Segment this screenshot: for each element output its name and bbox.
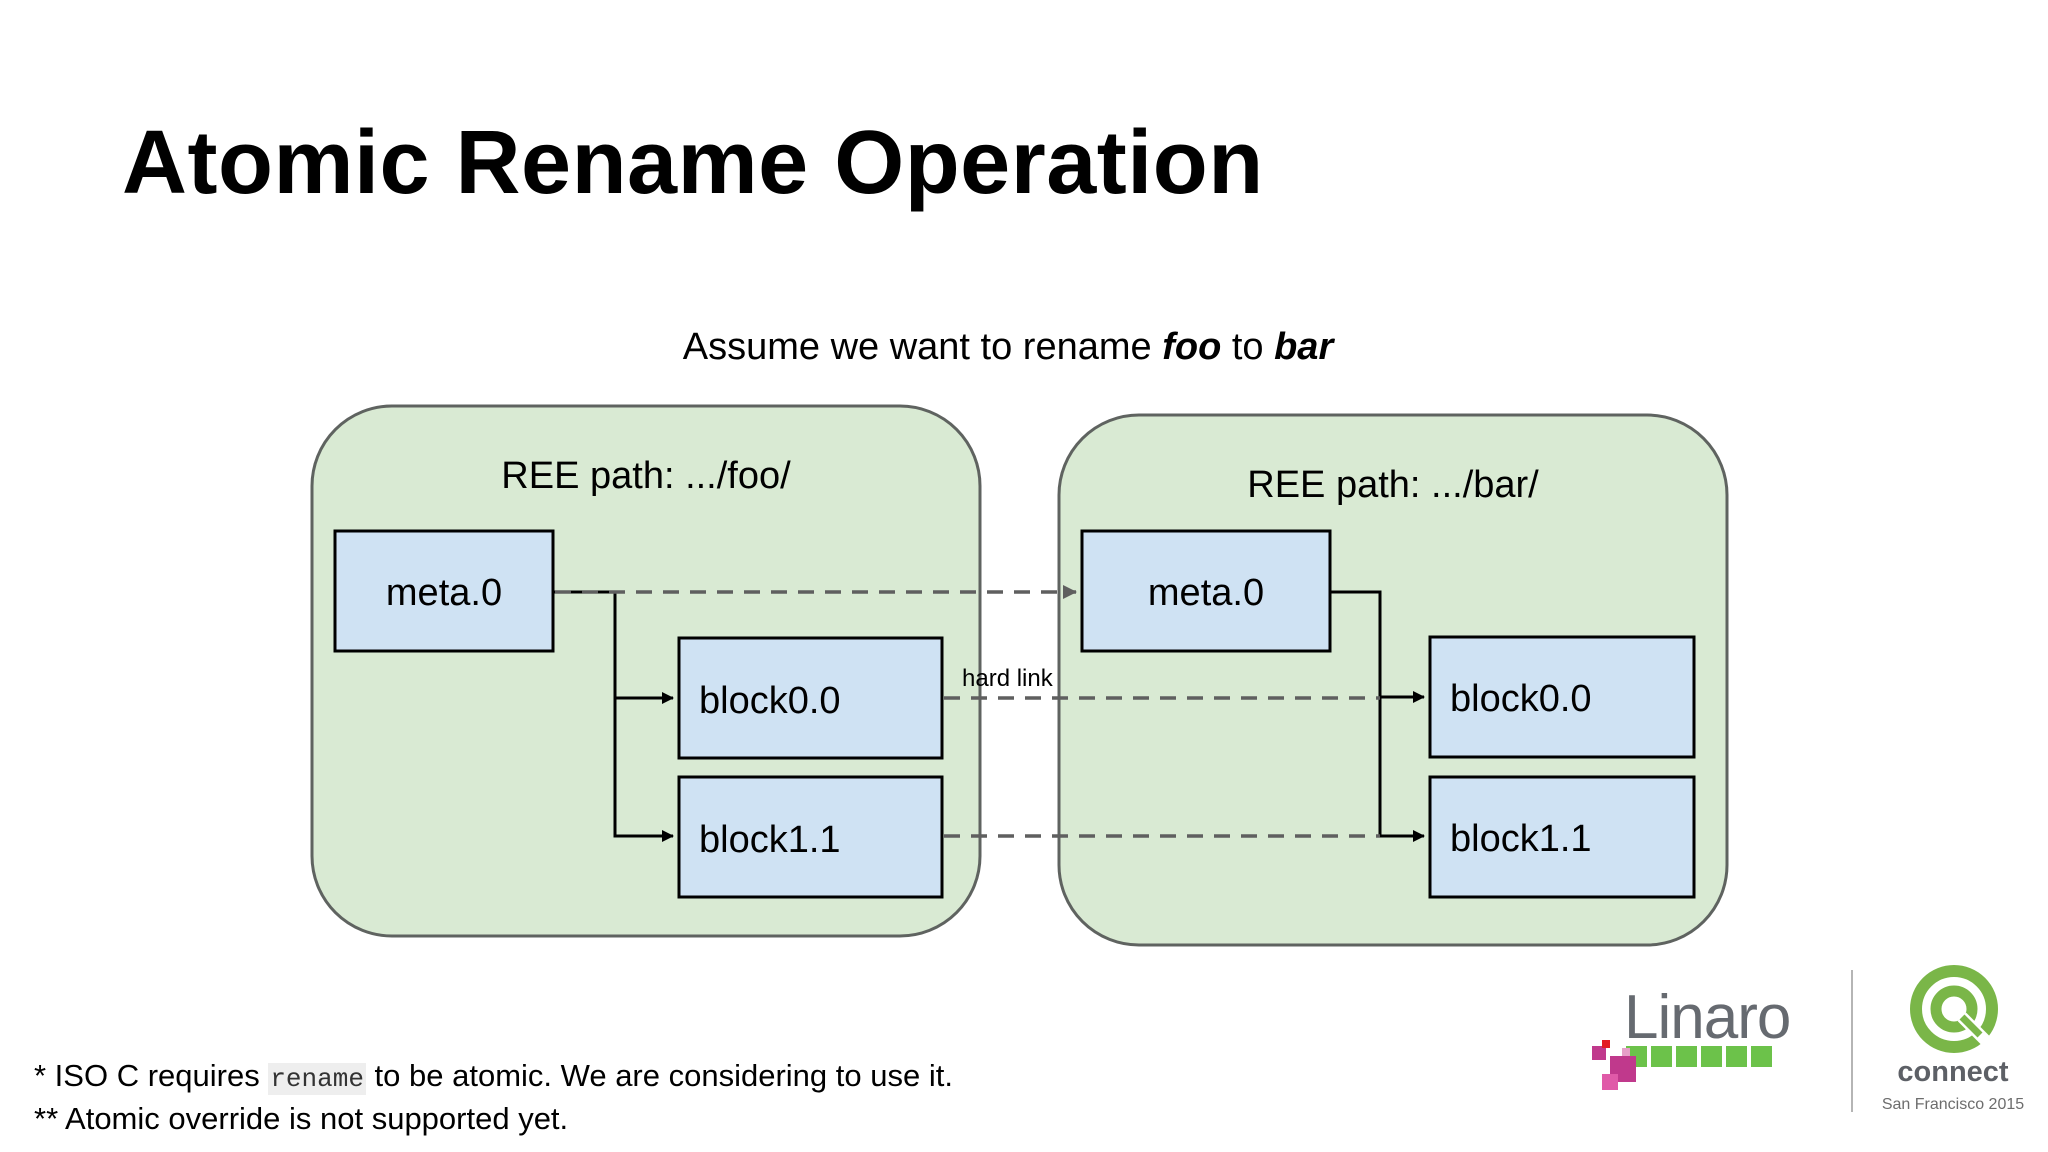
right-block1-label: block1.1	[1450, 818, 1592, 860]
subtitle-middle: to	[1221, 326, 1275, 368]
hard-link-label: hard link	[962, 665, 1054, 692]
footnote-2: ** Atomic override is not supported yet.	[34, 1101, 569, 1136]
left-panel-label: REE path: .../foo/	[501, 455, 791, 497]
connect-logo: connect San Francisco 2015	[1868, 964, 2038, 1124]
footnote-1: * ISO C requires rename to be atomic. We…	[34, 1056, 953, 1099]
right-meta-label: meta.0	[1148, 572, 1264, 614]
footnotes: * ISO C requires rename to be atomic. We…	[34, 1056, 953, 1138]
footnote-1-suffix: to be atomic. We are considering to use …	[365, 1058, 953, 1093]
left-folder-panel: REE path: .../foo/ meta.0 block0.0 block…	[310, 404, 982, 938]
connect-wordmark: connect	[1897, 1056, 2009, 1088]
linaro-wordmark: Linaro	[1624, 983, 1791, 1052]
left-meta-label: meta.0	[386, 572, 502, 614]
slide-title: Atomic Rename Operation	[122, 113, 1264, 213]
right-panel-label: REE path: .../bar/	[1247, 464, 1539, 506]
subtitle-from-name: foo	[1162, 326, 1222, 368]
logo-divider	[1851, 970, 1853, 1112]
rename-links: hard link	[555, 585, 1380, 838]
linaro-logo: Linaro	[1588, 982, 1808, 1092]
right-meta-box	[1080, 529, 1332, 653]
footnote-1-prefix: * ISO C requires	[34, 1058, 269, 1093]
left-block0-label: block0.0	[699, 680, 841, 722]
slide-subtitle: Assume we want to rename foo to bar	[0, 326, 2016, 369]
right-block0-label: block0.0	[1450, 678, 1592, 720]
left-block1-label: block1.1	[699, 819, 841, 861]
subtitle-prefix: Assume we want to rename	[682, 326, 1163, 368]
left-block0-box	[677, 636, 944, 760]
linaro-green-squares-icon	[1626, 1046, 1776, 1072]
subtitle-to-name: bar	[1274, 326, 1334, 368]
footnote-1-code: rename	[268, 1063, 366, 1095]
connect-event-location: San Francisco 2015	[1881, 1096, 2025, 1113]
connect-target-icon	[1910, 965, 1998, 1053]
right-block1-box	[1428, 775, 1696, 899]
left-block1-box	[677, 775, 944, 899]
right-meta-to-block1-connector	[1330, 590, 1425, 842]
right-block0-box	[1428, 635, 1696, 759]
right-folder-panel: REE path: .../bar/ meta.0 block0.0 block…	[1057, 413, 1729, 947]
